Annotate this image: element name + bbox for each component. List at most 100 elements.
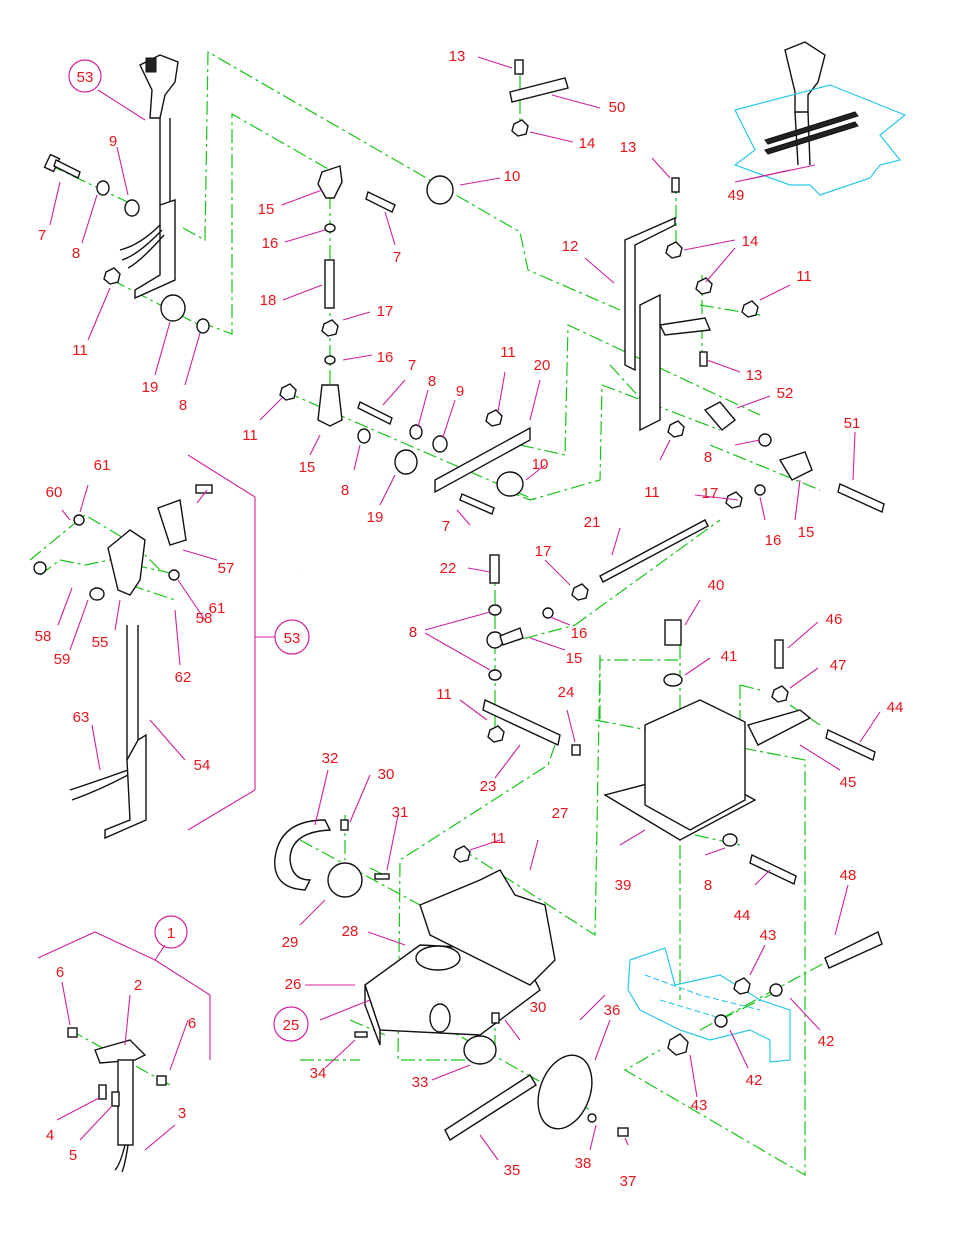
- spacer-19-b: [394, 449, 418, 475]
- callout-62: 62: [175, 669, 192, 686]
- callout-35: 35: [504, 1162, 521, 1179]
- bolt-51: [837, 483, 885, 513]
- callout-19a: 19: [142, 379, 159, 396]
- callout-40: 40: [708, 577, 725, 594]
- screw-13-a: [514, 59, 524, 75]
- callout-15d: 15: [566, 650, 583, 667]
- washer-41: [663, 673, 683, 687]
- callout-29: 29: [282, 934, 299, 951]
- callout-43b: 43: [691, 1097, 708, 1114]
- callout-32: 32: [322, 750, 339, 767]
- nut-11-g: [453, 845, 471, 863]
- callout-53a: 53: [77, 69, 94, 86]
- callout-14a: 14: [579, 135, 596, 152]
- set-screw-30-b: [491, 1012, 500, 1024]
- callout-15b: 15: [299, 459, 316, 476]
- chain-35: [444, 1074, 537, 1142]
- callout-34: 34: [310, 1065, 327, 1082]
- callout-54: 54: [194, 757, 211, 774]
- callout-30a: 30: [378, 766, 395, 783]
- callout-8b: 8: [179, 397, 187, 414]
- nut-14-a: [511, 119, 529, 137]
- callout-46: 46: [826, 611, 843, 628]
- washer-9-a: [124, 199, 140, 217]
- rod-end-15-c: [778, 451, 813, 481]
- switch-assembly-1: [67, 1027, 167, 1173]
- callout-33: 33: [412, 1074, 429, 1091]
- callout-11e: 11: [644, 484, 660, 501]
- link-arm-20: [434, 426, 531, 494]
- grille-49: [733, 41, 907, 196]
- callout-24: 24: [558, 684, 575, 701]
- lever-arm-23: [482, 698, 561, 747]
- parts-line-art: [33, 41, 907, 1173]
- angle-45: [746, 709, 812, 746]
- rod-end-15-d: [499, 627, 524, 646]
- callout-38: 38: [575, 1155, 592, 1172]
- set-screw-30-a: [340, 819, 349, 831]
- washer-8-e: [758, 433, 772, 447]
- nut-17-c: [571, 583, 589, 601]
- nut-11-b: [279, 383, 297, 401]
- bolt-7-d: [459, 493, 495, 515]
- washer-8-h: [722, 833, 738, 847]
- callout-61a: 61: [94, 457, 111, 474]
- washer-42-b: [714, 1014, 728, 1028]
- nut-43-a: [733, 977, 751, 995]
- callout-39: 39: [615, 877, 632, 894]
- callout-57: 57: [218, 560, 235, 577]
- callout-17c: 17: [535, 543, 552, 560]
- callout-16b: 16: [377, 349, 394, 366]
- callout-18: 18: [260, 292, 277, 309]
- callout-17b: 17: [702, 485, 719, 502]
- callout-14b: 14: [742, 233, 759, 250]
- bolt-7-c: [357, 401, 393, 425]
- callout-23: 23: [480, 778, 497, 795]
- screw-37: [617, 1127, 629, 1137]
- sprocket-33: [463, 1035, 497, 1065]
- callout-27: 27: [552, 805, 569, 822]
- bracket-12-post: [639, 293, 661, 432]
- callout-28: 28: [342, 923, 359, 940]
- callout-circle-53b: [274, 619, 310, 655]
- callout-8f: 8: [409, 624, 417, 641]
- callout-11g: 11: [490, 830, 506, 847]
- callout-42a: 42: [818, 1033, 835, 1050]
- bolt-40: [664, 619, 682, 646]
- washer-8-a: [96, 180, 110, 196]
- callout-7a: 7: [38, 227, 46, 244]
- bolt-44-a: [825, 729, 876, 761]
- callout-51: 51: [844, 415, 861, 432]
- spacer-19-a: [160, 294, 186, 322]
- callout-3: 3: [178, 1105, 186, 1122]
- callout-10b: 10: [532, 456, 549, 473]
- nut-16-c: [754, 484, 766, 496]
- rod-end-15-a: [317, 165, 343, 199]
- bolt-22: [489, 554, 500, 584]
- control-lever-assembly-top: [119, 54, 179, 300]
- washer-9-b: [432, 435, 448, 453]
- key-34: [354, 1031, 368, 1038]
- spacer-10-a: [426, 175, 454, 205]
- callout-21: 21: [584, 514, 601, 531]
- set-screw-24: [571, 744, 581, 756]
- nut-16-b: [324, 355, 336, 365]
- callout-9b: 9: [456, 383, 464, 400]
- callout-15c: 15: [798, 524, 815, 541]
- callout-60: 60: [46, 484, 63, 501]
- callout-19b: 19: [367, 509, 384, 526]
- plate-50: [509, 77, 569, 103]
- callout-12: 12: [562, 238, 579, 255]
- callout-16c: 16: [765, 532, 782, 549]
- callout-41: 41: [721, 648, 738, 665]
- spacer-52: [703, 401, 737, 431]
- callout-circle-53a: [68, 59, 102, 93]
- callout-circle-1: [154, 915, 188, 949]
- callout-11b: 11: [796, 268, 812, 285]
- bolt-48: [824, 931, 883, 969]
- callout-13a: 13: [449, 48, 466, 65]
- callout-6a: 6: [56, 964, 64, 981]
- nut-11-f: [487, 725, 505, 743]
